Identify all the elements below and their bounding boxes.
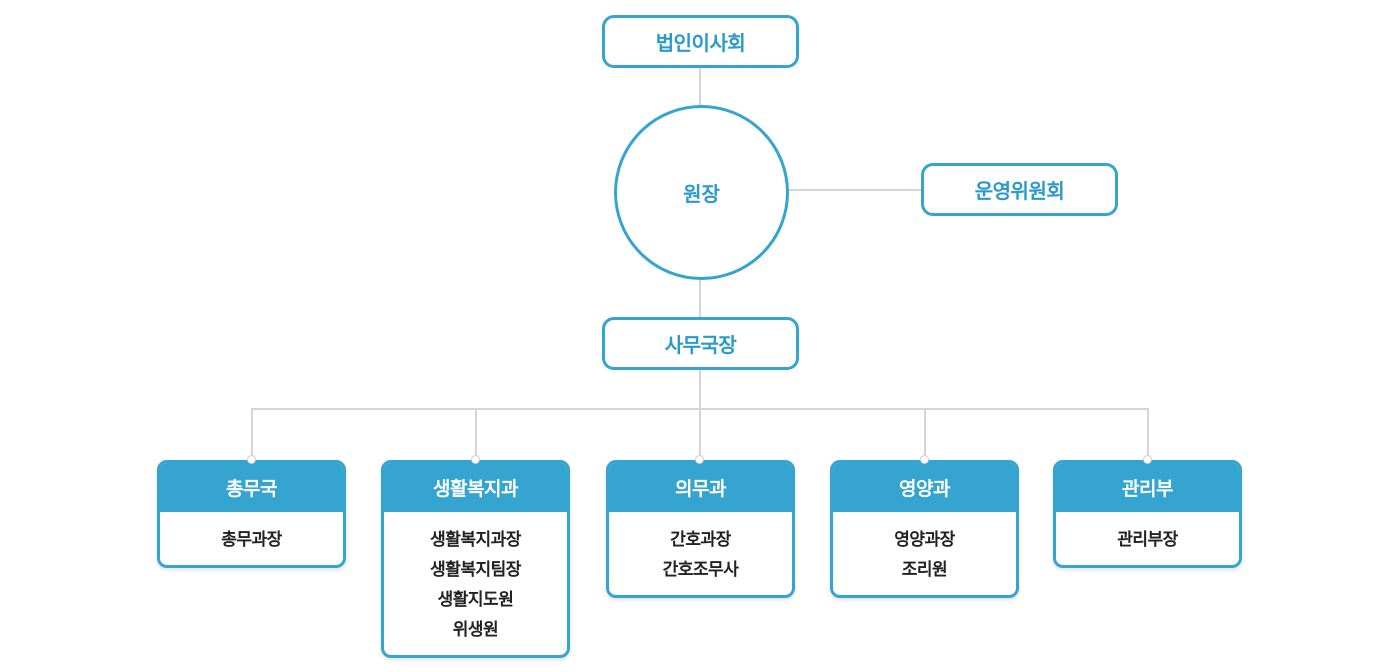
- connector-director-secretary: [699, 279, 701, 319]
- connector-dot: [920, 455, 929, 464]
- department-member: 관리부장: [1117, 530, 1178, 550]
- department-member: 생활지도원: [437, 590, 514, 610]
- department-members: 영양과장 조리원: [833, 512, 1016, 595]
- department-card: 총무국 총무과장: [157, 460, 346, 568]
- department-member: 영양과장: [894, 530, 955, 550]
- connector-dot: [695, 455, 704, 464]
- board-label: 법인이사회: [655, 31, 746, 55]
- department-members: 간호과장 간호조무사: [609, 512, 792, 595]
- department-member: 총무과장: [221, 530, 282, 550]
- connector-dot: [1143, 455, 1152, 464]
- department-members: 생활복지과장 생활복지팀장 생활지도원 위생원: [384, 512, 567, 655]
- department-card: 관리부 관리부장: [1053, 460, 1242, 568]
- connector-drop-dept-2: [475, 408, 477, 460]
- department-member: 간호조무사: [662, 560, 739, 580]
- department-title: 관리부: [1056, 463, 1239, 512]
- connector-drop-dept-5: [1147, 408, 1149, 460]
- committee-label: 운영위원회: [974, 179, 1065, 203]
- connector-director-committee: [788, 189, 922, 191]
- secretary-label: 사무국장: [664, 333, 737, 357]
- connector-secretary-trunk: [699, 368, 701, 409]
- department-member: 조리원: [901, 560, 948, 580]
- department-card: 생활복지과 생활복지과장 생활복지팀장 생활지도원 위생원: [381, 460, 570, 658]
- connector-drop-dept-4: [924, 408, 926, 460]
- director-node: 원장: [614, 105, 789, 280]
- director-label: 원장: [683, 182, 720, 206]
- connector-dot: [247, 455, 256, 464]
- connector-drop-dept-1: [251, 408, 253, 460]
- department-member: 생활복지팀장: [430, 560, 521, 580]
- connector-dot: [471, 455, 480, 464]
- department-members: 관리부장: [1056, 512, 1239, 565]
- secretary-node: 사무국장: [602, 317, 799, 370]
- department-card: 영양과 영양과장 조리원: [830, 460, 1019, 598]
- board-node: 법인이사회: [602, 15, 799, 68]
- department-card: 의무과 간호과장 간호조무사: [606, 460, 795, 598]
- committee-node: 운영위원회: [921, 163, 1118, 216]
- department-title: 의무과: [609, 463, 792, 512]
- department-members: 총무과장: [160, 512, 343, 565]
- department-member: 간호과장: [670, 530, 731, 550]
- connector-drop-dept-3: [699, 408, 701, 460]
- department-title: 생활복지과: [384, 463, 567, 512]
- connector-board-director: [699, 67, 701, 107]
- department-title: 영양과: [833, 463, 1016, 512]
- department-title: 총무국: [160, 463, 343, 512]
- department-member: 생활복지과장: [430, 530, 521, 550]
- department-member: 위생원: [452, 620, 499, 640]
